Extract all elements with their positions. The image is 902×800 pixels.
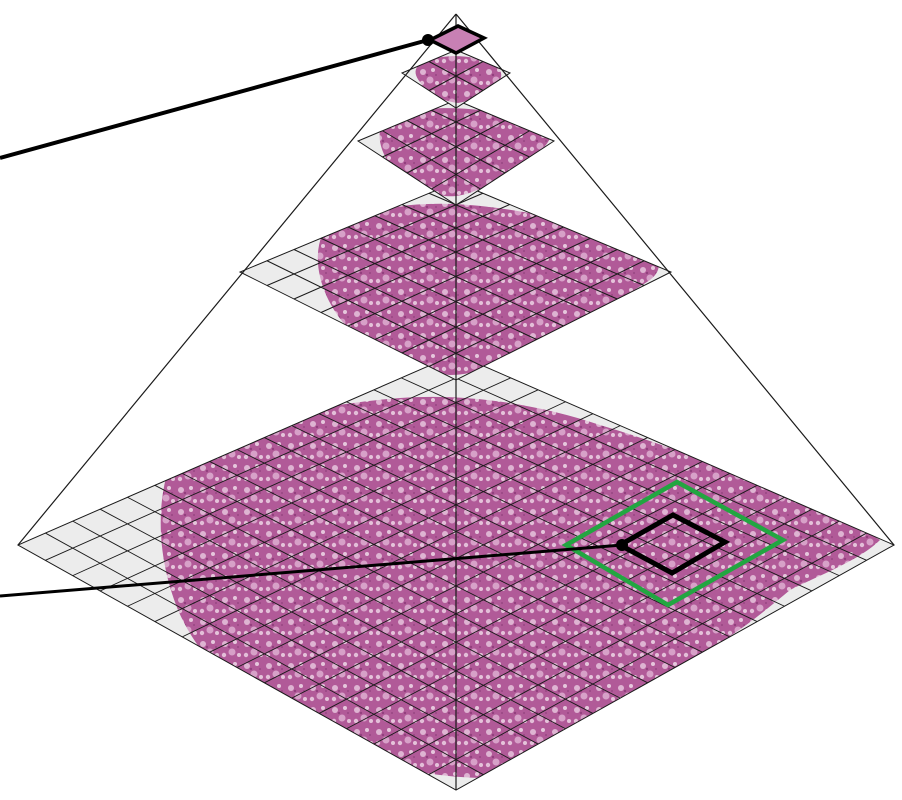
level-1-tissue <box>318 204 659 375</box>
level-0-tissue <box>161 397 880 778</box>
apex-pointer-dot <box>422 34 434 46</box>
apex-region-highlight <box>430 26 484 53</box>
base-pointer-dot <box>616 539 628 551</box>
pyramid-frame <box>18 14 894 790</box>
level-3-tissue <box>416 56 502 103</box>
